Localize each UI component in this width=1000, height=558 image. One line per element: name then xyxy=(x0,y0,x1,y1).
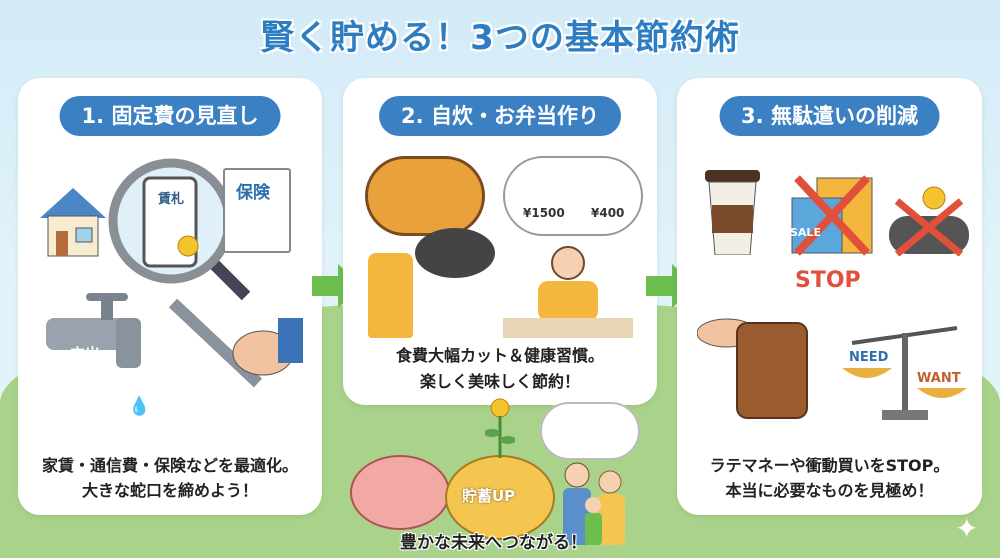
card-description-line-2: 楽しく美味しく節約！ xyxy=(419,372,580,391)
frying-pan-icon xyxy=(415,228,495,278)
card-heading: 2. 自炊・お弁当作り xyxy=(379,96,621,136)
wallet-hand-icon xyxy=(696,313,817,423)
card-description-line-2: 大きな蛇口を締めよう！ xyxy=(81,481,258,500)
house-icon xyxy=(38,183,108,258)
card-description-line-2: 本当に必要なものを見極め！ xyxy=(725,481,934,500)
water-drops-icon: 💧 xyxy=(128,396,151,417)
want-label: WANT xyxy=(917,371,961,386)
bento-box-icon xyxy=(365,156,485,236)
card-description-line-1: 食費大幅カット＆健康習慣。 xyxy=(395,346,604,365)
card-description-line-1: ラテマネーや衝動買いをSTOP。 xyxy=(709,456,950,475)
sale-label: SALE xyxy=(790,226,821,239)
card-description-line-1: 家賃・通信費・保険などを最適化。 xyxy=(41,456,298,475)
price-before: ¥1500 xyxy=(523,206,565,220)
insurance-document-icon xyxy=(223,168,291,253)
receipt-label: 賃札 xyxy=(158,192,185,207)
sparkle-icon: ✦ xyxy=(955,512,979,545)
price-after: ¥400 xyxy=(591,206,625,220)
money-plant-icon xyxy=(484,398,516,458)
insurance-label: 保険 xyxy=(236,183,270,203)
dream-bubble-beach-house xyxy=(540,402,640,460)
card-heading: 1. 固定費の見直し xyxy=(59,96,281,136)
cooking-person-icon xyxy=(503,243,633,338)
apron-icon xyxy=(368,253,413,338)
card-waste-reduction: 3. 無駄遣いの削減 SALE STOP NEED WANT ラテマネーや衝動買… xyxy=(677,78,982,515)
stop-label: STOP xyxy=(795,268,861,293)
need-label: NEED xyxy=(849,350,889,365)
wrench-hand-icon xyxy=(168,298,303,393)
card-home-cooking: 2. 自炊・お弁当作り ¥1500 ¥400 食費大幅カット＆健康習慣。 楽しく… xyxy=(343,78,657,405)
card-fixed-costs: 1. 固定費の見直し 賃札 保険 支出 💧 家賃・通信費・保険などを最適化。 大… xyxy=(18,78,322,515)
coffee-cup-icon xyxy=(705,170,760,256)
shopping-bags-crossed-icon xyxy=(787,168,877,258)
balance-scale-icon xyxy=(842,318,967,423)
family-icon xyxy=(555,460,630,545)
faucet-icon xyxy=(46,293,156,373)
game-controller-crossed-icon xyxy=(889,186,969,257)
savings-up-label: 貯蓄UP xyxy=(462,487,516,505)
card-heading: 3. 無駄遣いの削減 xyxy=(719,96,940,136)
thought-bubble xyxy=(503,156,643,236)
expense-label: 支出 xyxy=(70,345,101,363)
page-title: 賢く貯める！3つの基本節約術 xyxy=(260,18,740,58)
magnifier-icon xyxy=(106,156,256,306)
bottom-caption: 豊かな未来へつながる！ xyxy=(400,533,587,553)
pink-piggy-bank-icon xyxy=(350,455,450,530)
